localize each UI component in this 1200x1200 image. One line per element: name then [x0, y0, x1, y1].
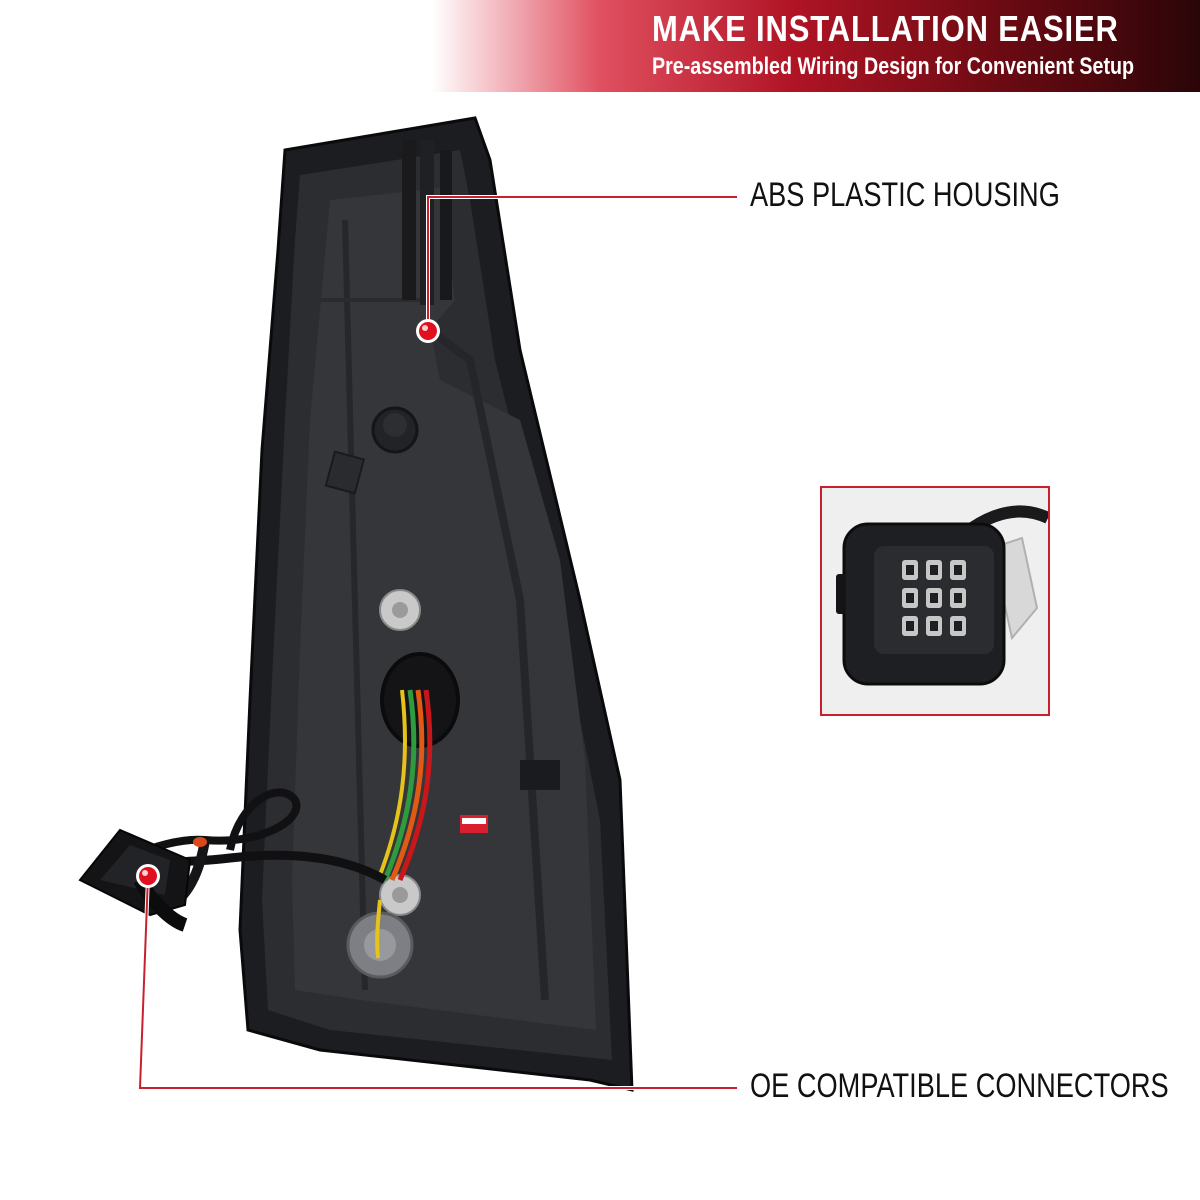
callout-marker-icon	[416, 319, 440, 343]
header-banner: MAKE INSTALLATION EASIER Pre-assembled W…	[0, 0, 1200, 92]
connector-closeup-inset	[820, 486, 1050, 716]
callout-marker-icon	[136, 864, 160, 888]
connector-closeup-icon	[822, 488, 1048, 714]
banner-subtitle: Pre-assembled Wiring Design for Convenie…	[652, 53, 1135, 80]
tail-light-housing-icon	[238, 116, 634, 1092]
banner-title: MAKE INSTALLATION EASIER	[652, 8, 1119, 49]
callout-abs-housing-label: ABS PLASTIC HOUSING	[750, 176, 1060, 214]
callout-lines	[137, 195, 737, 1090]
callout-connectors-label: OE COMPATIBLE CONNECTORS	[750, 1067, 1169, 1105]
